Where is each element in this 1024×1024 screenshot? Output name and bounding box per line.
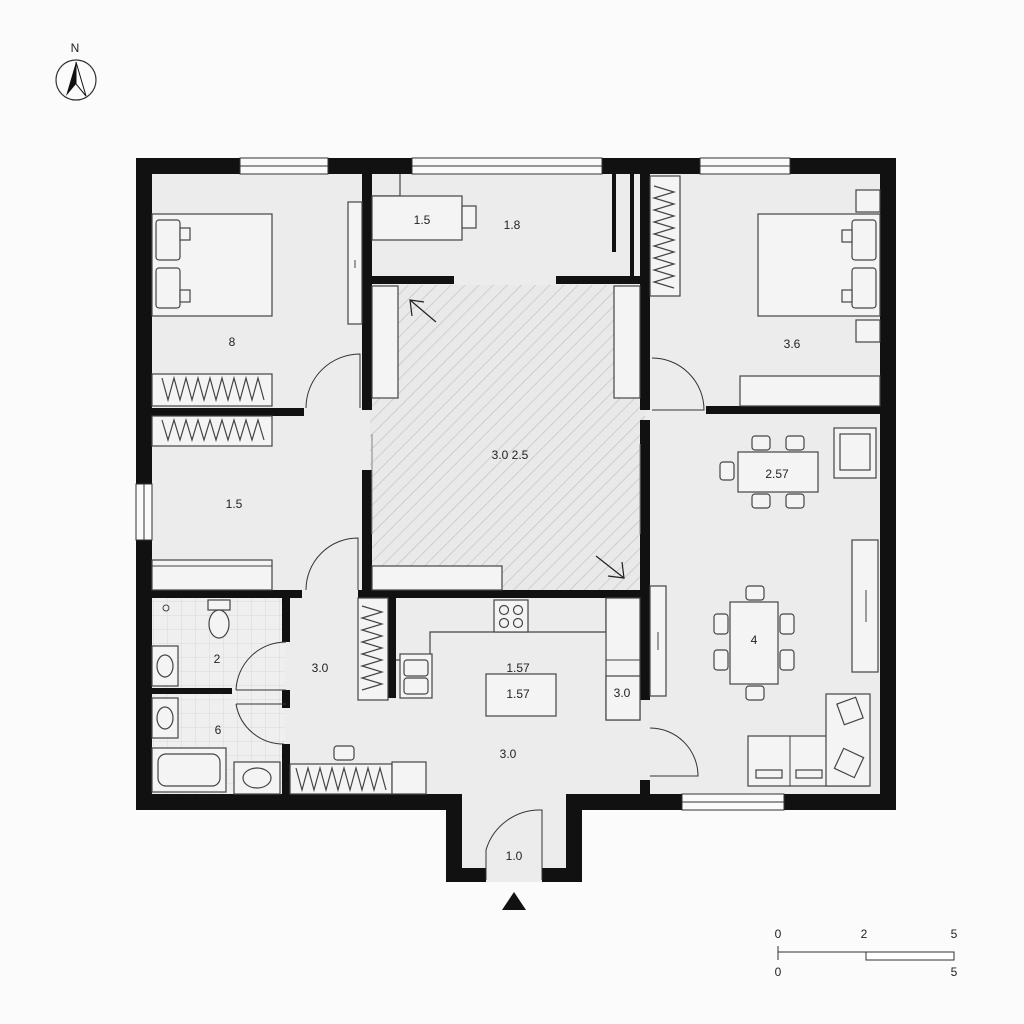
arrow-icon [595,555,625,579]
room-label-kitchen-island: 1.57 [506,687,530,701]
closet-rack-icon [649,175,681,297]
sink-icon [233,761,281,795]
closet-rack-icon [357,597,389,701]
armchair-icon [833,427,877,479]
arrow-icon [409,299,437,323]
courtyard-hatch [370,285,645,593]
room-label-vestibule: 1.0 [506,849,523,863]
scale-bottom-5: 5 [951,965,958,979]
bed-icon [151,213,273,317]
room-label-entry-hall: 3.0 [500,747,517,761]
cabinet-icon [649,585,667,697]
scale-bar: 0 2 5 0 5 [775,927,958,979]
bench-icon [151,559,273,591]
room-labels: 8 1.5 1.8 3.6 3.0 2.5 2.57 1.5 2 6 3.0 1… [214,213,801,863]
dining-table-icon [719,435,819,509]
room-label-pantry: 3.0 [614,686,631,700]
closet-rack-icon [151,373,273,407]
fridge-icon [605,597,641,721]
toilet-icon [207,599,231,639]
kitchen-island-icon [485,673,557,717]
scale-top-2: 2 [861,927,868,941]
tv-unit-icon [851,539,879,673]
bathtub-icon [151,747,227,793]
scale-top-0: 0 [775,927,782,941]
closet-rack-icon [289,763,393,795]
stool-icon [333,745,355,761]
cabinet-icon [391,761,427,795]
room-label-courtyard: 3.0 2.5 [492,448,529,462]
sink-icon [151,645,179,687]
scale-top-5: 5 [951,927,958,941]
room-label-bathroom-2: 6 [215,723,222,737]
wardrobe-icon [347,201,363,325]
sink-icon [151,697,179,739]
table-icon [713,585,795,701]
room-label-bedroom-right: 3.6 [784,337,801,351]
sink-icon [399,653,433,699]
dresser-icon [739,375,881,407]
room-label-hall: 3.0 [312,661,329,675]
room-label-bedroom-mid: 1.5 [226,497,243,511]
stove-icon [493,599,529,633]
courtyard-edges [371,285,641,591]
windows [135,157,791,811]
floor-drain-icon [162,604,170,612]
closet-rack-icon [151,415,273,447]
room-label-living: 4 [751,633,758,647]
doors [235,353,705,880]
room-label-kitchen: 1.57 [506,661,530,675]
bed-icon [757,189,881,343]
scale-bottom-0: 0 [775,965,782,979]
interior-walls [152,174,882,800]
room-label-study: 1.5 [414,213,431,227]
desk-icon [371,174,477,241]
sofa-icon [747,693,871,787]
room-label-dining: 2.57 [765,467,789,481]
room-label-bathroom-1: 2 [214,652,221,666]
room-label-bedroom-left: 8 [229,335,236,349]
room-label-closet-top: 1.8 [504,218,521,232]
compass-label: N [71,41,80,55]
north-arrow-icon: N [55,41,97,101]
entrance-triangle-icon [502,892,526,910]
